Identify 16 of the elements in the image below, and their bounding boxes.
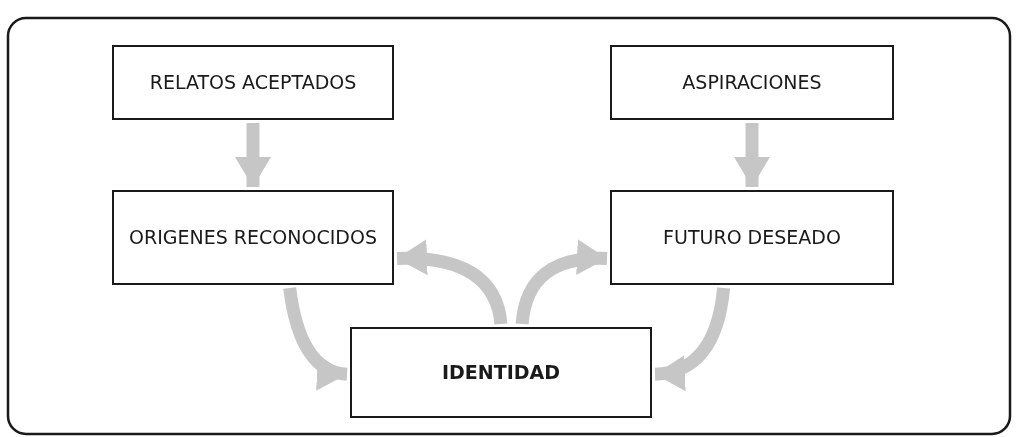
concept-box xyxy=(112,45,394,120)
arrow xyxy=(235,123,271,187)
box-label: ORIGENES RECONOCIDOS xyxy=(129,225,377,250)
box-label: RELATOS ACEPTADOS xyxy=(149,70,357,95)
box-label: ASPIRACIONES xyxy=(682,70,822,95)
arrow xyxy=(515,240,608,325)
arrow xyxy=(283,287,348,389)
arrow xyxy=(654,287,731,390)
concept-box xyxy=(610,190,894,285)
concept-box xyxy=(350,327,652,418)
box-label: FUTURO DESEADO xyxy=(663,225,841,250)
arrow xyxy=(734,123,770,187)
concept-box xyxy=(112,190,394,285)
concept-box xyxy=(610,45,894,120)
arrow xyxy=(396,240,508,325)
box-label: IDENTIDAD xyxy=(442,360,560,385)
